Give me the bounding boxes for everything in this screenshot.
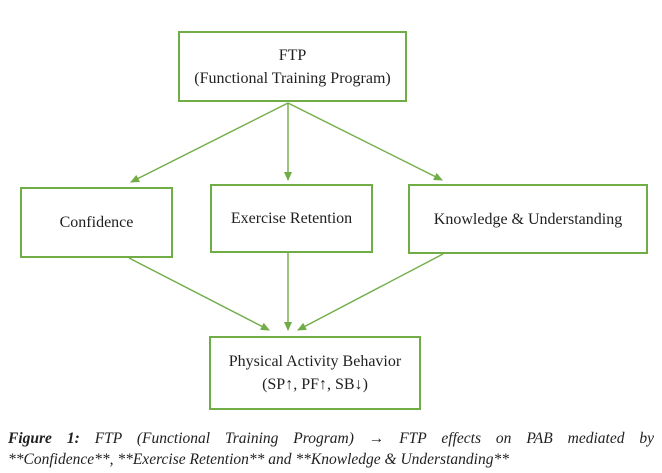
node-knowledge-understanding: Knowledge & Understanding <box>408 184 648 254</box>
figure-caption-label: Figure 1: <box>8 430 80 447</box>
node-ftp-line1: FTP <box>278 46 307 64</box>
node-exercise-retention-label: Exercise Retention <box>230 210 353 227</box>
node-ftp-line2: (Functional Training Program) <box>194 69 391 87</box>
node-exercise-retention: Exercise Retention <box>210 184 373 253</box>
node-knowledge-understanding-label: Knowledge & Understanding <box>433 210 623 228</box>
node-confidence-label: Confidence <box>59 214 134 231</box>
node-pab-line2: (SP↑, PF↑, SB↓) <box>262 376 368 393</box>
figure-caption-line1: Figure 1: FTP (Functional Training Progr… <box>8 428 654 449</box>
figure-caption-line2: **Confidence**, **Exercise Retention** a… <box>8 451 509 468</box>
node-pab-line1: Physical Activity Behavior <box>228 353 402 370</box>
figure-caption-line1-text: FTP (Functional Training Program) → FTP … <box>94 430 654 447</box>
node-physical-activity-behavior: Physical Activity Behavior (SP↑, PF↑, SB… <box>209 336 421 410</box>
node-ftp: FTP (Functional Training Program) <box>178 31 407 102</box>
figure-caption: Figure 1: FTP (Functional Training Progr… <box>8 428 654 470</box>
node-confidence: Confidence <box>20 187 173 258</box>
